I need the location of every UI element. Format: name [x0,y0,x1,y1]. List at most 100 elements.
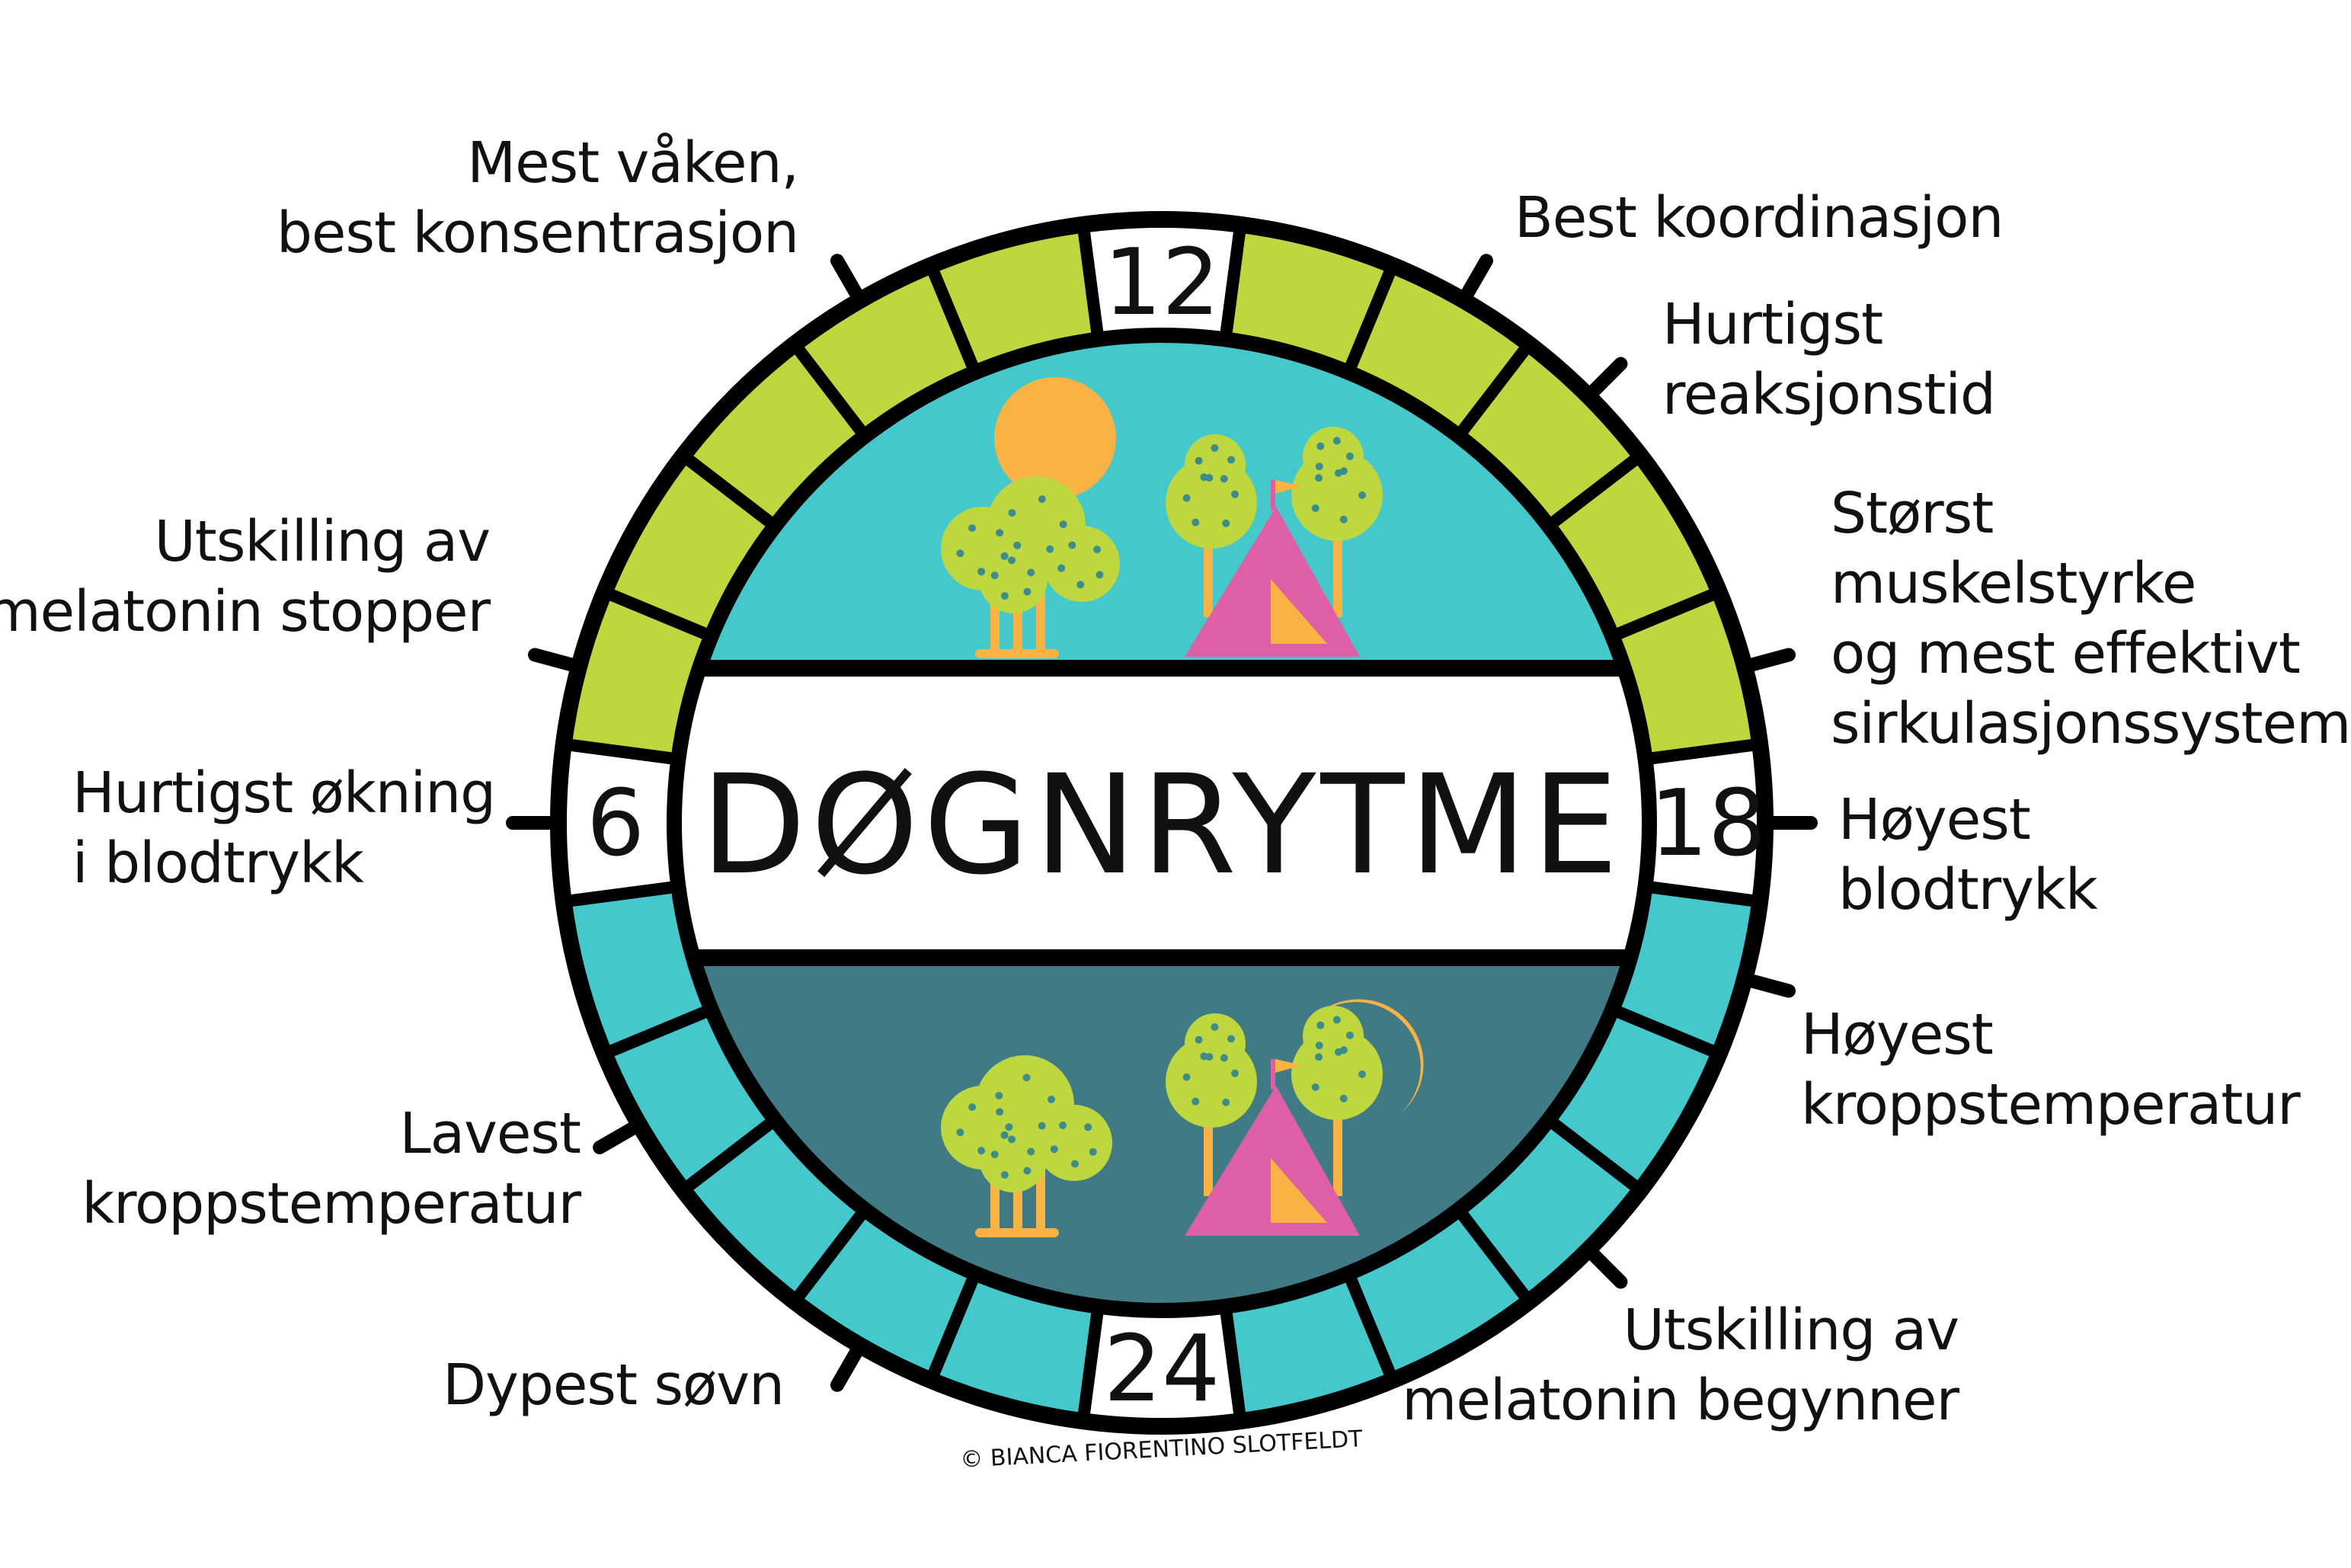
tree-dot [1200,1052,1208,1061]
tree-dot [1027,1147,1035,1156]
tree-dot [1345,452,1354,460]
tree-dot [1316,1021,1325,1029]
label-line: sirkulasjonssystem [1831,691,2351,757]
tree-dot [1200,473,1208,482]
tree-dot [1315,1053,1323,1061]
tree-dot [1231,1069,1239,1077]
tree-icon [1166,434,1257,617]
tree-dot [1008,556,1016,565]
label-line: Hurtigst økning [72,760,496,826]
tree-dot [1332,437,1341,445]
tree-dot [1227,456,1236,464]
tree-dot [1023,1166,1032,1175]
tree-dot [1358,1070,1366,1079]
tree-dot [1211,444,1219,453]
tree-dot [1071,1160,1080,1168]
tree-dot [1093,546,1102,554]
tree-dot [1222,1098,1230,1106]
tree-dot [1057,564,1066,572]
label-line: Hurtigst [1662,292,1883,357]
label-line: Høyest [1801,1002,1994,1067]
tree-dot [1059,520,1067,529]
tree-dot [1211,1023,1219,1032]
label-line: Høyest [1838,787,2031,853]
tree-dot [977,1147,986,1155]
label-highest-blood-pressure: Høyest blodtrykk [1838,785,2098,925]
tree-dot [1046,545,1054,553]
label-line: muskelstyrke [1831,551,2196,616]
label-line: best konsentrasjon [276,200,799,266]
day-scene [941,377,1383,658]
tree-dot [1191,1097,1200,1106]
label-line: reaksjonstid [1662,362,1996,427]
tree-dot [1000,1171,1009,1179]
label-muscle-strength: Størst muskelstyrke og mest effektivt si… [1831,478,2351,759]
label-line: kroppstemperatur [1801,1072,2301,1138]
label-melatonin-starts: Utskilling av melatonin begynner [1402,1295,1959,1435]
tree-dot [1316,442,1325,450]
hour-number-12: 12 [1104,230,1220,336]
label-line: Best koordinasjon [1515,185,2004,251]
tree-dot [1334,469,1342,477]
tree-dot [1058,1121,1067,1129]
label-line: kroppstemperatur [82,1171,581,1237]
tree-dot [1182,1073,1191,1081]
tree-dot [996,529,1004,537]
label-deepest-sleep: Dypest søvn [443,1350,785,1420]
tree-dot [968,524,977,533]
tree-icon [941,476,1120,658]
hour-number-24: 24 [1104,1317,1220,1422]
tree-dot [1013,541,1022,549]
label-melatonin-stops: Utskilling av melatonin stopper [0,507,491,647]
label-line: melatonin begynner [1402,1368,1959,1433]
hour-numbers: 12 6 18 24 [587,230,1767,1422]
tree-dot [995,1092,1003,1100]
tree-dot [1022,1074,1031,1082]
inner-circle-outline [667,328,1657,1318]
tree-dot [1195,1035,1203,1044]
tree-dot [968,1103,977,1112]
tree-dot [1222,519,1230,527]
tree-dot [996,1108,1004,1116]
tree-dot [1339,1094,1348,1102]
tree-dot [1227,1035,1236,1043]
tree-dot [1334,1048,1342,1056]
label-line: i blodtrykk [72,830,364,896]
title-band [674,668,1649,958]
tree-dot [1038,1122,1046,1130]
tree-dot [1311,504,1319,512]
tree-dot [1038,495,1046,504]
tree-dot [1315,474,1323,482]
tree-dot [1358,491,1366,500]
tree-dot [1089,1147,1097,1156]
tree-dot [990,1150,999,1159]
label-highest-body-temperature: Høyest kroppstemperatur [1801,1000,2301,1140]
tree-dot [1068,541,1076,549]
band-line-top [674,660,1649,677]
hour-number-18: 18 [1650,771,1767,877]
tree-icon [1166,1013,1257,1196]
tent-icon [1185,480,1360,657]
label-line: Utskilling av [154,509,491,574]
tree-dot [1027,568,1035,577]
tent-icon [1185,1059,1360,1236]
tree-dot [1050,1145,1058,1154]
label-line: blodtrykk [1838,857,2098,923]
tree-dot [1076,581,1085,589]
tree-dot [1005,1123,1013,1131]
label-line: Mest våken, [467,130,799,196]
tree-dot [956,549,964,558]
label-lowest-body-temperature: Lavest kroppstemperatur [82,1099,581,1239]
tree-dot [1048,1095,1056,1103]
hour-number-6: 6 [587,771,645,877]
night-scene [941,999,1424,1237]
tree-dot [990,571,999,580]
outer-circle-outline [550,211,1774,1435]
tree-dot [1231,490,1239,498]
tree-dot [1008,509,1016,517]
label-line: Størst [1831,481,1994,546]
tree-dot [1345,1031,1354,1039]
tree-dot [1220,1054,1228,1062]
label-blood-pressure-rise: Hurtigst økning i blodtrykk [72,758,496,898]
tree-dot [1000,592,1009,600]
